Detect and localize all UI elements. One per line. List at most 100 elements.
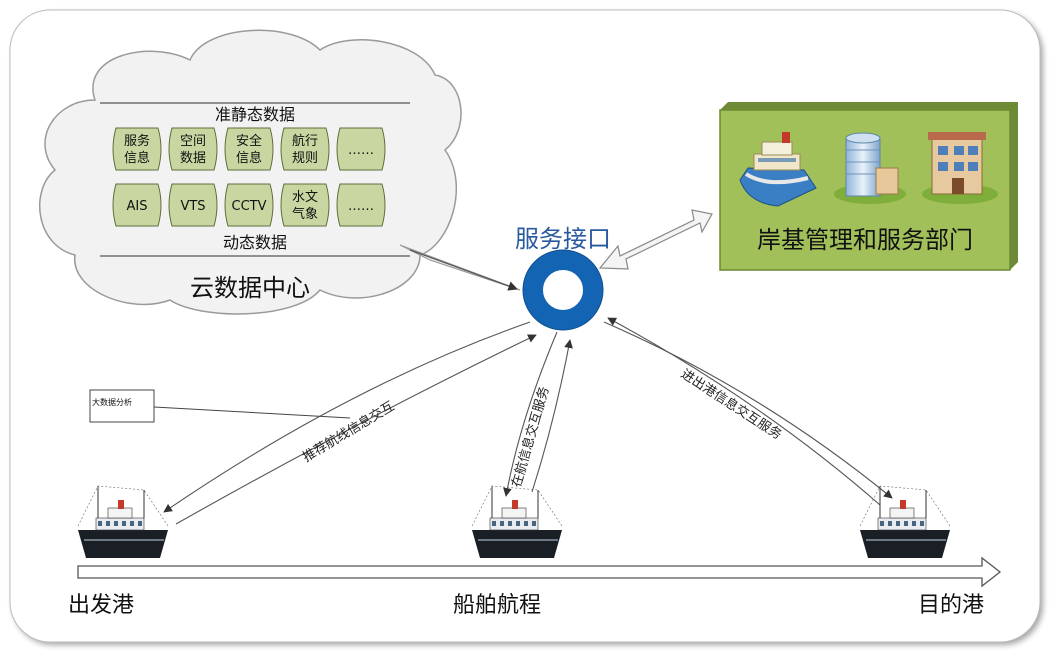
service-ring [523, 250, 603, 330]
bigdata-box [89, 389, 155, 423]
data-cell-shape [112, 183, 162, 227]
static-data-cells: 服务信息空间数据安全信息航行规则…… [112, 127, 386, 171]
ship-bridge [107, 507, 133, 519]
data-cell-label: 水文 [292, 190, 318, 205]
data-cell-label: AIS [127, 199, 148, 214]
shore-link-arrow [598, 209, 713, 270]
ship-hull [472, 530, 562, 558]
ship-window [492, 521, 496, 526]
double-arrow [598, 209, 713, 270]
middle-link-down [503, 331, 558, 497]
data-cell-shape [168, 127, 218, 171]
ship-window [98, 521, 102, 526]
bigdata-connector [153, 406, 351, 419]
apartment-building-icon [922, 132, 998, 204]
ship-icon [859, 485, 951, 558]
office-tower-icon [834, 132, 906, 204]
timeline-arrow [77, 556, 1002, 588]
ship-window [516, 521, 520, 526]
ship-window [500, 521, 504, 526]
cloud-to-interface-arrow [409, 249, 518, 291]
ship-window [114, 521, 118, 526]
cloud-shape [38, 29, 462, 315]
data-cell: AIS [112, 183, 162, 227]
ship-bridge [501, 507, 527, 519]
data-cell-shape [224, 183, 274, 227]
ship-window [524, 521, 528, 526]
timeline-middle: 船舶航程 [453, 593, 541, 618]
data-cell-label: 安全 [236, 133, 262, 149]
voyage-timeline: 出发港 船舶航程 目的港 [68, 556, 1002, 618]
left-link-lower [175, 334, 537, 525]
ship-funnel [118, 500, 124, 509]
ship-flags [77, 485, 169, 527]
cloud-label: 云数据中心 [190, 274, 310, 302]
data-cell-shape [280, 183, 330, 227]
ship-icon [471, 485, 563, 558]
ship-window [880, 521, 884, 526]
left-link-upper [163, 321, 531, 513]
static-data-title: 准静态数据 [215, 105, 295, 124]
dynamic-data-title: 动态数据 [223, 233, 287, 252]
data-cell-shape [224, 127, 274, 171]
data-cell-shape [112, 127, 162, 171]
ship-cabin [95, 517, 145, 531]
ship-flags [471, 485, 563, 527]
data-cell-label: CCTV [232, 199, 267, 214]
data-cell-shape [280, 127, 330, 171]
ship-window [106, 521, 110, 526]
data-cell-label: …… [348, 199, 374, 214]
data-cell-shape [336, 127, 386, 171]
data-cell-label: 数据 [180, 151, 206, 166]
ship-icon [77, 485, 169, 558]
data-cell-label: 规则 [292, 151, 318, 166]
ship-window [130, 521, 134, 526]
ship-window [912, 521, 916, 526]
ship-hull [860, 530, 950, 558]
data-cell-label: 服务 [124, 133, 150, 149]
service-interface: 服务接口 [515, 225, 611, 331]
data-cell-label: 航行 [292, 133, 318, 149]
data-cell-shape [336, 183, 386, 227]
right-link-down [603, 321, 893, 499]
ship-window [896, 521, 900, 526]
data-cell: …… [336, 127, 386, 171]
middle-link-up [531, 339, 573, 493]
ship-flags [859, 485, 951, 527]
shore-department: 岸基管理和服务部门 [719, 102, 1018, 271]
ship-funnel [900, 500, 906, 509]
data-cell-label: 信息 [124, 150, 150, 166]
ship-funnel [512, 500, 518, 509]
ship-window [904, 521, 908, 526]
frame-border [9, 9, 1041, 643]
ship-icon [739, 132, 817, 207]
bigdata-label: 大数据分析 [92, 397, 132, 407]
data-cell: CCTV [224, 183, 274, 227]
ship-cabin [489, 517, 539, 531]
ship-window [888, 521, 892, 526]
timeline-end: 目的港 [918, 593, 984, 618]
ship-window [122, 521, 126, 526]
ship-window [532, 521, 536, 526]
data-cell-label: …… [348, 143, 374, 158]
shore-label: 岸基管理和服务部门 [757, 226, 973, 254]
data-cell-shape [168, 183, 218, 227]
ship-window [920, 521, 924, 526]
right-link-up [607, 317, 881, 506]
data-cell-label: 气象 [292, 206, 318, 222]
service-ring-edge [522, 249, 604, 331]
ship-window [138, 521, 142, 526]
bigdata-analysis: 大数据分析 [89, 389, 351, 423]
ship-window [508, 521, 512, 526]
ship-cabin [877, 517, 927, 531]
timeline-start: 出发港 [68, 593, 134, 618]
data-cell: VTS [168, 183, 218, 227]
ship-hull [78, 530, 168, 558]
